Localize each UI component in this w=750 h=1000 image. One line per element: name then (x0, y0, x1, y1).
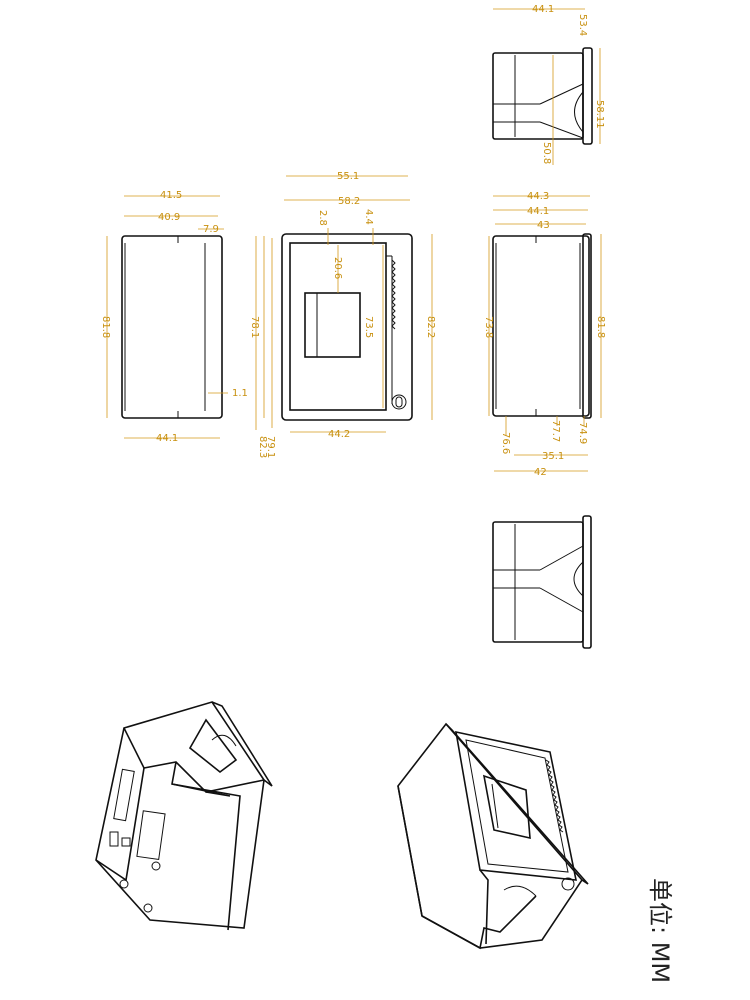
dim-top-58-11: 58.11 (594, 100, 605, 129)
dim-front-20-6: 20.6 (332, 257, 343, 279)
dim-front-73-5: 73.5 (363, 316, 374, 338)
dim-left-81-8: 81.8 (100, 316, 111, 338)
view-left: 41.5 40.9 7.9 81.8 1.1 44.1 (100, 190, 248, 444)
dim-front-58-2: 58.2 (338, 196, 360, 207)
dim-front-4-4: 4.4 (363, 209, 374, 225)
dim-top-44-1: 44.1 (532, 4, 554, 15)
dim-left-1-1: 1.1 (232, 388, 248, 399)
view-right: 44.3 44.1 43 73.8 81.8 76.6 77.7 74.9 35… (483, 191, 606, 478)
dim-left-44-1: 44.1 (156, 433, 178, 444)
dim-front-2-8: 2.8 (317, 210, 328, 226)
dim-right-81-8: 81.8 (595, 316, 606, 338)
dim-right-35-1: 35.1 (542, 451, 564, 462)
dim-top-50-8: 50.8 (541, 142, 552, 164)
dim-right-43: 43 (537, 220, 550, 231)
dim-right-77-7: 77.7 (550, 420, 561, 442)
dim-right-73-8: 73.8 (483, 316, 494, 338)
dim-front-78-1: 78.1 (249, 316, 260, 338)
unit-label: 单位: MM (646, 878, 674, 983)
dim-top-53-4: 53.4 (577, 14, 588, 36)
dim-right-44-3: 44.3 (527, 191, 549, 202)
view-top: 44.1 53.4 58.11 50.8 (492, 4, 605, 165)
dim-front-79-1: 79.1 (265, 436, 276, 458)
dim-left-41-5: 41.5 (160, 190, 182, 201)
isometric-view-rear (95, 701, 273, 931)
dim-front-82-2: 82.2 (425, 316, 436, 338)
dim-right-42: 42 (534, 467, 547, 478)
dim-left-7-9: 7.9 (203, 224, 219, 235)
dim-right-44-1: 44.1 (527, 206, 549, 217)
dim-right-76-6: 76.6 (500, 432, 511, 454)
dim-front-82-3: 82.3 (257, 436, 268, 458)
dim-front-44-2: 44.2 (328, 429, 350, 440)
isometric-view-front (397, 722, 589, 950)
view-front: 55.1 58.2 2.8 4.4 20.6 78.1 73.5 82.2 44… (249, 171, 436, 458)
dim-right-74-9: 74.9 (577, 422, 588, 444)
dim-front-55-1: 55.1 (337, 171, 359, 182)
dim-left-40-9: 40.9 (158, 212, 180, 223)
view-bottom (492, 515, 592, 649)
